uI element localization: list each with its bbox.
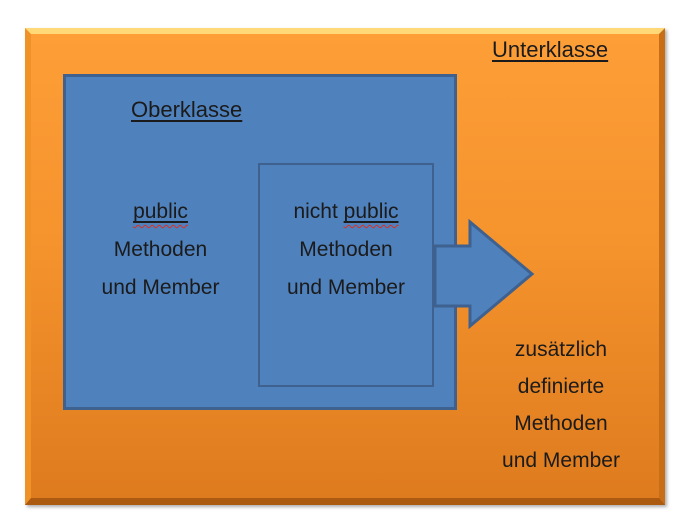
public-members-label: public Methoden und Member (63, 193, 258, 307)
superclass-title-text: Oberklasse (131, 97, 243, 122)
public-members-line1: public (133, 200, 188, 223)
superclass-title: Oberklasse (131, 96, 242, 124)
subclass-note-line4: und Member (502, 449, 620, 472)
public-members-line2: Methoden (113, 238, 208, 261)
nonpublic-members-box (258, 163, 434, 387)
nonpublic-members-line1: nicht public (293, 200, 399, 223)
subclass-note-line1: zusätzlich (514, 338, 608, 361)
nonpublic-members-line2: Methoden (299, 238, 393, 261)
subclass-title-text: Unterklasse (492, 37, 609, 62)
subclass-note: zusätzlich definierte Methoden und Membe… (457, 331, 665, 479)
subclass-note-line3: Methoden (514, 412, 608, 435)
public-members-line3: und Member (101, 276, 220, 299)
nonpublic-members-label: nicht public Methoden und Member (258, 193, 434, 307)
subclass-title: Unterklasse (492, 36, 608, 64)
subclass-note-line2: definierte (517, 375, 605, 398)
superclass-box (63, 74, 457, 410)
nonpublic-members-line3: und Member (287, 276, 405, 299)
